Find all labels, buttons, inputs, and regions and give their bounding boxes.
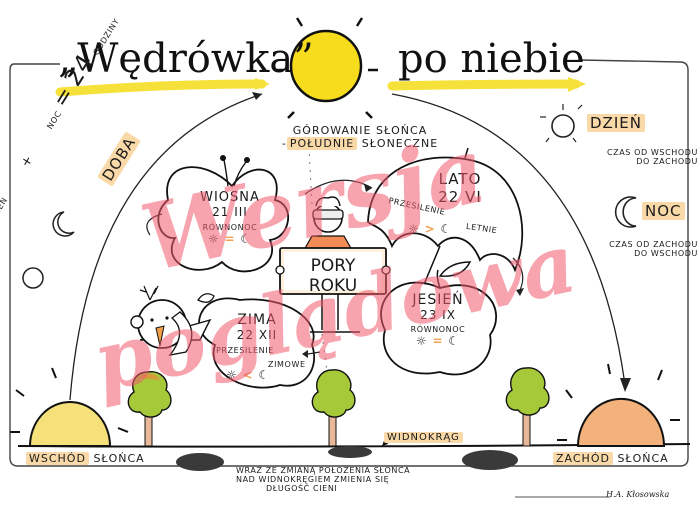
winter-sun-moon: ☼ < ☾: [226, 368, 271, 382]
night-moon-icon: [614, 196, 637, 228]
season-winter: ZIMA 22 XII: [236, 312, 278, 342]
season-autumn: JESIEŃ 23 IX RÓWNONOC ☼ = ☾: [410, 292, 466, 348]
zenith-noon-highlight: POŁUDNIE: [286, 137, 358, 150]
title-highlight-arrow-right: [387, 79, 581, 91]
equation-sun-icon: [22, 267, 44, 289]
sun-icon: ☼: [408, 222, 420, 236]
title-left: „Wędrówka”: [58, 36, 314, 82]
snowman-carrot-nose: [155, 325, 165, 347]
sun-path-arc-setting: [391, 93, 626, 386]
tree-shadow-middle: [328, 446, 372, 458]
zenith-line1: GÓROWANIE SŁOŃCA: [292, 124, 428, 137]
winter-event-line1: PRZESILENIE: [216, 346, 274, 355]
sun-icon: ☼: [226, 368, 238, 382]
sunrise-sun-icon: [28, 401, 112, 447]
sun-icon: ☼: [415, 334, 428, 348]
tree-shadow-left: [176, 453, 224, 471]
sun-icon: ☼: [207, 232, 220, 246]
moon-icon: ☾: [258, 368, 271, 382]
night-label: NOC: [642, 202, 685, 220]
summer-umbrella-shape: [367, 156, 524, 273]
equation-moon-icon: [52, 211, 75, 237]
zenith-caption: GÓROWANIE SŁOŃCA -POŁUDNIE SŁONECZNE: [280, 124, 440, 150]
title-right: po niebie: [398, 36, 585, 82]
sun-path-arc-rising: [69, 93, 263, 401]
zenith-sun-icon: [289, 29, 363, 103]
moon-icon: ☾: [448, 334, 461, 348]
tree-shadow-right: [462, 450, 518, 470]
autumn-apple-shape: [380, 281, 497, 376]
moon-icon: ☾: [440, 222, 453, 236]
day-sun-icon: [551, 114, 575, 138]
night-description: CZAS OD ZACHODU DO WSCHODU: [609, 240, 698, 258]
tree-right-icon: [505, 367, 550, 447]
sunrise-label: WSCHÓD SŁOŃCA: [26, 452, 145, 465]
author-signature: H.A. Kłosowska: [606, 490, 670, 499]
ski-goggles-icon: [312, 209, 344, 220]
tree-middle-icon: [311, 369, 356, 447]
moon-icon: ☾: [240, 232, 253, 246]
season-summer: LATO 22 VI: [438, 170, 482, 206]
summer-sun-moon: ☼ > ☾: [408, 222, 453, 236]
zenith-line2: -POŁUDNIE SŁONECZNE: [281, 137, 439, 150]
sunset-sun-icon: [576, 397, 666, 447]
spring-butterfly-shape: [157, 166, 290, 273]
day-label: DZIEŃ: [587, 114, 645, 132]
horizon-label: WIDNOKRĄG: [384, 432, 463, 443]
shadow-note: WRAZ ZE ZMIANĄ POŁOŻENIA SŁOŃCA NAD WIDN…: [236, 466, 411, 493]
day-description: CZAS OD WSCHODU DO ZACHODU: [606, 148, 698, 166]
frame-border: [9, 59, 689, 467]
tree-left-icon: [127, 371, 172, 447]
sunset-label: ZACHÓD SŁOŃCA: [553, 452, 669, 465]
winter-event-line2: ZIMOWE: [268, 360, 306, 369]
seasons-sign-label: PORY ROKU: [308, 256, 358, 296]
title-highlight-arrow-left: [55, 79, 267, 97]
season-spring: WIOSNA 21 III RÓWNONOC ☼ = ☾: [200, 190, 260, 246]
